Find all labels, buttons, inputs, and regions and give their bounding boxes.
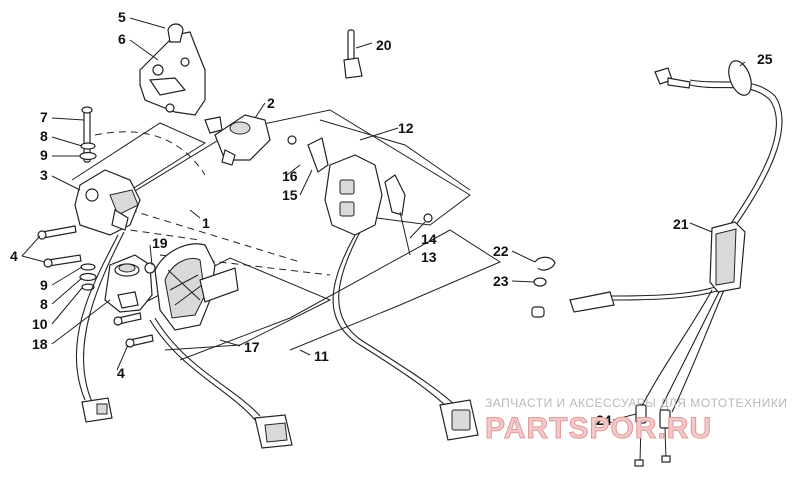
callout-25: 25: [757, 51, 773, 67]
callout-labels: 1 2 3 4 4 5 6 7 8 9 9 8 10 18 19 17 11 1…: [10, 9, 773, 428]
wiring: [75, 79, 783, 421]
callout-17: 17: [244, 339, 260, 355]
switch-body-main: [144, 243, 239, 331]
callout-10: 10: [32, 316, 48, 332]
callout-21: 21: [673, 216, 689, 232]
sensors: [634, 404, 671, 467]
callout-23: 23: [493, 273, 509, 289]
callout-15: 15: [282, 187, 298, 203]
watermark: ЗАПЧАСТИ И АКСЕССУАРЫ ДЛЯ МОТОТЕХНИКИ PA…: [485, 396, 787, 446]
key-part: [343, 29, 363, 79]
connectors: [81, 67, 691, 449]
bolt-and-washers: [79, 106, 97, 291]
control-module: [709, 221, 746, 293]
callout-20: 20: [376, 37, 392, 53]
callout-18: 18: [32, 336, 48, 352]
watermark-logo: PARTSPOR.RU: [485, 412, 712, 445]
ring-part: [728, 60, 752, 96]
callout-16: 16: [282, 168, 298, 184]
callout-3: 3: [40, 167, 48, 183]
callout-9b: 9: [40, 277, 48, 293]
leader-lines: [21, 17, 746, 421]
bracket-part: [139, 23, 206, 116]
right-housing: [287, 135, 433, 236]
switch-housing-lower: [104, 254, 153, 313]
callout-12: 12: [398, 120, 414, 136]
callout-2: 2: [267, 95, 275, 111]
callout-4b: 4: [117, 365, 125, 381]
callout-9a: 9: [40, 147, 48, 163]
callout-5: 5: [118, 9, 126, 25]
callout-22: 22: [493, 243, 509, 259]
screws: [37, 225, 154, 348]
callout-1: 1: [202, 215, 210, 231]
throttle-switch: [204, 114, 271, 166]
callout-4a: 4: [10, 248, 18, 264]
callout-11: 11: [314, 348, 329, 364]
callout-8b: 8: [40, 296, 48, 312]
callout-7: 7: [40, 109, 48, 125]
callout-14: 14: [421, 231, 437, 247]
switch-housing-upper: [74, 169, 141, 236]
watermark-caption: ЗАПЧАСТИ И АКСЕССУАРЫ ДЛЯ МОТОТЕХНИКИ: [485, 396, 787, 410]
callout-8a: 8: [40, 128, 48, 144]
callout-13: 13: [421, 249, 437, 265]
callout-6: 6: [118, 31, 126, 47]
callout-24: 24: [596, 412, 612, 428]
callout-19: 19: [152, 235, 168, 251]
clip-and-washer: [533, 256, 556, 287]
